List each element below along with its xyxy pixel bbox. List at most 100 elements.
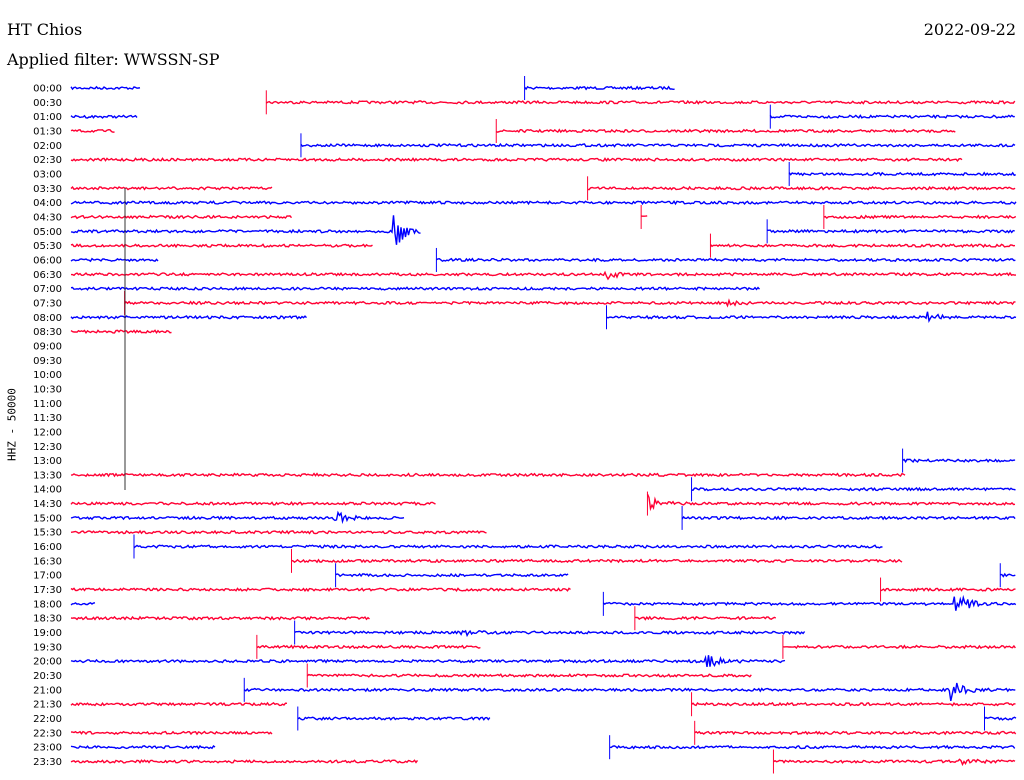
date-label: 2022-09-22 xyxy=(923,20,1016,39)
trace-segment xyxy=(773,758,1016,767)
row-time-label: 16:00 xyxy=(33,542,62,553)
trace-segment xyxy=(265,99,1016,105)
row-time-label: 00:00 xyxy=(33,84,62,95)
row-time-label: 20:00 xyxy=(33,657,62,668)
trace-segment xyxy=(691,701,1016,707)
trace-segment xyxy=(70,128,115,133)
row-time-label: 15:00 xyxy=(33,513,62,524)
trace-segment xyxy=(70,257,159,263)
row-time-label: 12:30 xyxy=(33,442,62,453)
row-time-label: 08:00 xyxy=(33,313,62,324)
row-time-label: 10:00 xyxy=(33,370,62,381)
trace-segment xyxy=(788,171,1016,177)
trace-segment xyxy=(984,716,1017,721)
row-time-label: 14:00 xyxy=(33,485,62,496)
row-time-label: 22:30 xyxy=(33,728,62,739)
row-time-label: 17:30 xyxy=(33,585,62,596)
row-time-label: 15:30 xyxy=(33,528,62,539)
trace-segment xyxy=(70,730,273,736)
row-time-label: 22:00 xyxy=(33,714,62,725)
trace-segment xyxy=(70,759,419,764)
trace-segment xyxy=(646,493,1016,512)
row-time-label: 06:00 xyxy=(33,255,62,266)
row-time-label: 09:30 xyxy=(33,356,62,367)
row-time-label: 13:30 xyxy=(33,470,62,481)
row-time-label: 04:00 xyxy=(33,198,62,209)
trace-segment xyxy=(70,654,786,668)
trace-segment xyxy=(602,594,1017,611)
trace-segment xyxy=(880,587,1016,592)
trace-segment xyxy=(70,314,307,320)
row-time-label: 14:30 xyxy=(33,499,62,510)
trace-segment xyxy=(436,257,1016,263)
row-time-label: 08:30 xyxy=(33,327,62,338)
trace-segment xyxy=(70,501,436,507)
filter-label: Applied filter: WWSSN-SP xyxy=(7,50,220,69)
row-time-label: 16:30 xyxy=(33,556,62,567)
trace-segment xyxy=(70,157,963,163)
row-time-label: 18:30 xyxy=(33,614,62,625)
trace-segment xyxy=(70,114,138,119)
trace-segment xyxy=(294,629,806,638)
trace-segment xyxy=(709,243,1016,249)
row-time-label: 23:00 xyxy=(33,743,62,754)
trace-segment xyxy=(70,200,1017,206)
row-time-label: 13:00 xyxy=(33,456,62,467)
row-time-label: 20:30 xyxy=(33,671,62,682)
row-time-label: 11:00 xyxy=(33,399,62,410)
row-time-label: 02:00 xyxy=(33,141,62,152)
trace-segment xyxy=(70,510,405,525)
row-time-label: 21:30 xyxy=(33,700,62,711)
trace-segment xyxy=(133,544,883,549)
trace-segment xyxy=(767,228,1015,234)
row-time-label: 01:00 xyxy=(33,112,62,123)
trace-segment xyxy=(70,601,96,606)
row-time-label: 12:00 xyxy=(33,427,62,438)
trace-segment xyxy=(496,128,956,134)
trace-segment xyxy=(70,243,373,249)
trace-segment xyxy=(524,85,675,91)
row-time-label: 10:30 xyxy=(33,384,62,395)
row-time-label: 03:30 xyxy=(33,184,62,195)
trace-segment xyxy=(291,558,903,564)
row-time-label: 23:30 xyxy=(33,757,62,768)
trace-segment xyxy=(70,215,421,245)
row-time-label: 04:30 xyxy=(33,212,62,223)
row-time-label: 07:00 xyxy=(33,284,62,295)
row-time-label: 17:00 xyxy=(33,571,62,582)
row-time-label: 05:30 xyxy=(33,241,62,252)
trace-segment xyxy=(70,615,370,621)
row-time-label: 00:30 xyxy=(33,98,62,109)
row-time-label: 19:30 xyxy=(33,642,62,653)
row-time-label: 18:00 xyxy=(33,599,62,610)
trace-segment xyxy=(256,644,481,650)
row-time-label: 21:00 xyxy=(33,685,62,696)
trace-segment xyxy=(70,529,487,535)
trace-segment xyxy=(782,644,1016,650)
row-time-label: 02:30 xyxy=(33,155,62,166)
trace-segment xyxy=(634,615,777,621)
row-time-label: 05:00 xyxy=(33,227,62,238)
trace-segment xyxy=(70,472,906,478)
row-time-label: 01:30 xyxy=(33,126,62,137)
row-time-label: 09:00 xyxy=(33,341,62,352)
trace-segment xyxy=(123,298,1016,308)
trace-segment xyxy=(691,486,1016,492)
station-title: HT Chios xyxy=(7,20,83,39)
trace-segment xyxy=(823,214,1017,220)
trace-segment xyxy=(243,682,1016,702)
row-time-label: 19:00 xyxy=(33,628,62,639)
trace-segment xyxy=(1000,572,1016,578)
trace-segment xyxy=(70,587,571,592)
trace-segment xyxy=(70,85,141,91)
trace-segment xyxy=(70,329,172,335)
trace-segment xyxy=(70,286,761,292)
trace-segment xyxy=(70,744,216,750)
trace-segment xyxy=(902,458,1016,464)
trace-segment xyxy=(609,744,1016,750)
trace-segment xyxy=(70,186,273,191)
row-time-label: 11:30 xyxy=(33,413,62,424)
row-time-label: 07:30 xyxy=(33,298,62,309)
row-time-label: 03:00 xyxy=(33,169,62,180)
